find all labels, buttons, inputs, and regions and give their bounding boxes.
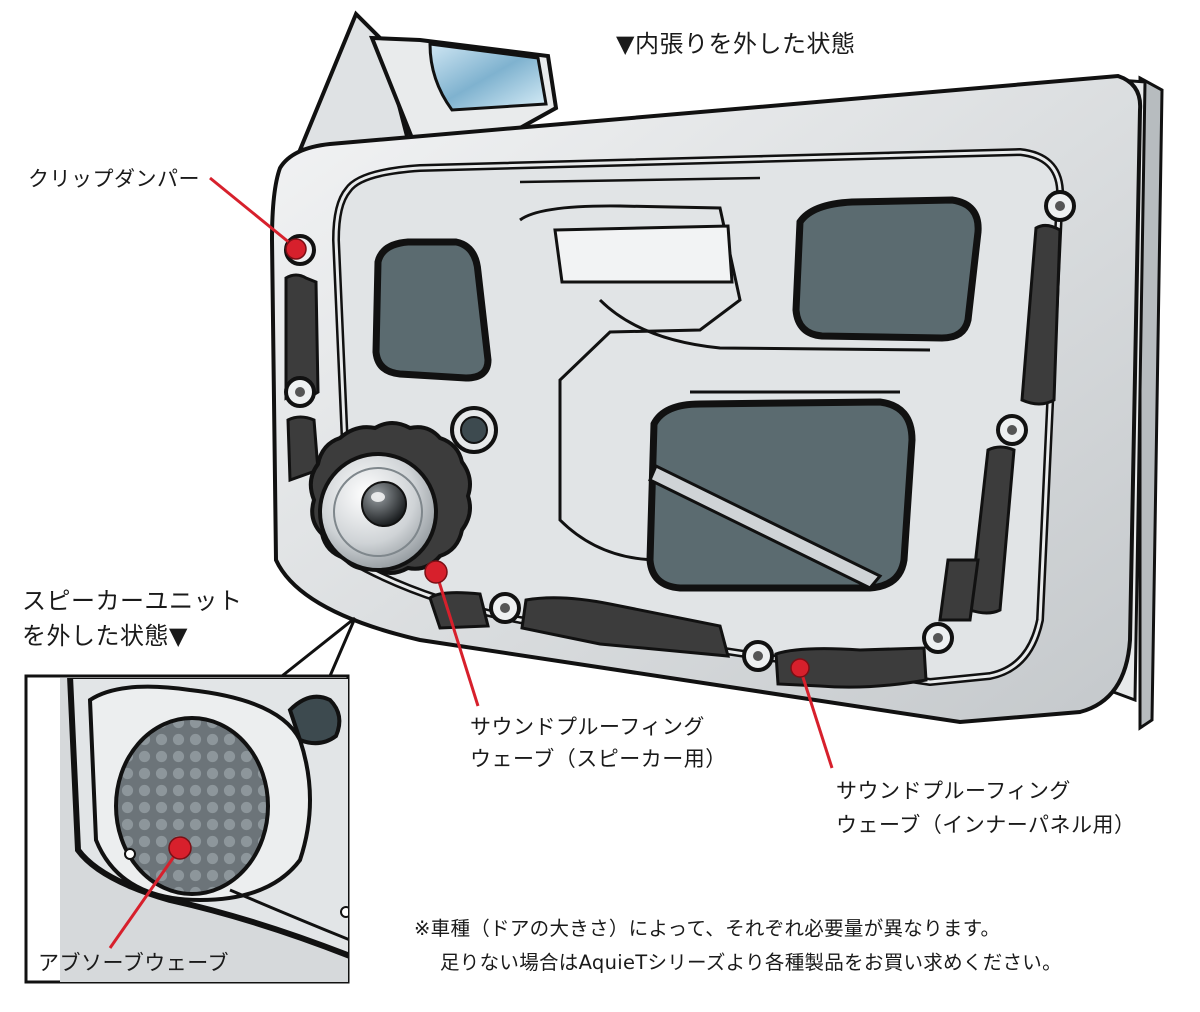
marker-clip-damper (285, 238, 307, 260)
note-line2: 足りない場合はAquieTシリーズより各種製品をお買い求めください。 (440, 951, 1062, 974)
note-line1: ※車種（ドアの大きさ）によって、それぞれ必要量が異なります。 (414, 917, 1001, 940)
label-clip-damper: クリップダンパー (28, 167, 200, 191)
panel-contour (519, 204, 900, 562)
label-speaker-removed-line2: を外した状態▼ (22, 622, 188, 650)
marker-absorb-wave (168, 836, 192, 860)
impact-bar (648, 463, 883, 590)
wave-strips (284, 223, 1062, 689)
opening-upper-right (792, 196, 982, 342)
label-sp-wave-inner-line2: ウェーブ（インナーパネル用） (836, 813, 1136, 837)
speaker-cap (361, 481, 407, 527)
red-markers (168, 238, 810, 860)
opening-left (372, 238, 492, 382)
speaker-assembly (308, 421, 472, 575)
inset-connector (281, 616, 357, 678)
label-sp-wave-speaker-line1: サウンドプルーフィング (470, 715, 705, 739)
absorb-wave-pad (114, 716, 270, 896)
label-absorb-wave: アブソーブウェーブ (38, 951, 229, 975)
label-sp-wave-speaker-line2: ウェーブ（スピーカー用） (470, 747, 727, 771)
door-frame-back (1138, 75, 1164, 731)
marker-inner-panel-wave (790, 658, 810, 678)
label-top-state: ▼内張りを外した状態 (616, 30, 856, 58)
leader-lines (108, 176, 834, 949)
label-speaker-removed-line1: スピーカーユニット (22, 587, 243, 615)
mirror-glass (428, 42, 548, 112)
marker-speaker-wave (424, 560, 448, 584)
inset-detail (24, 674, 350, 984)
label-sp-wave-inner-line1: サウンドプルーフィング (836, 779, 1071, 803)
opening-lower-right (646, 398, 916, 592)
